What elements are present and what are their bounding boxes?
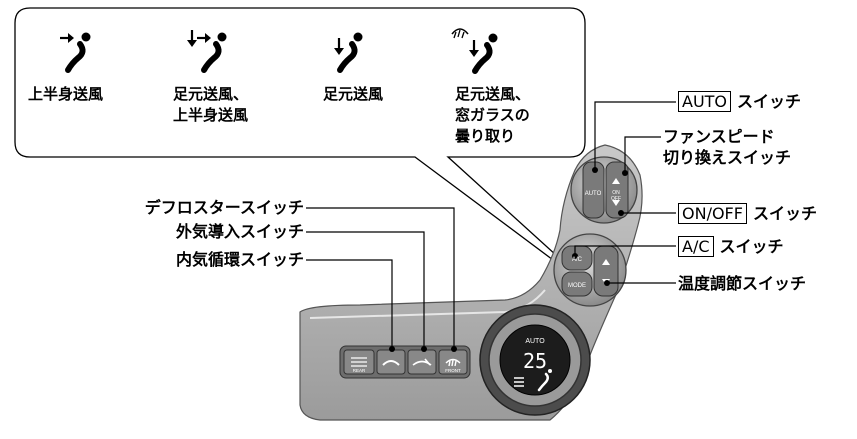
temperature-switch-label: 温度調節スイッチ — [678, 274, 807, 293]
front-defrost-icon — [445, 358, 461, 367]
fan-speed-line2: 切り換えスイッチ — [663, 148, 792, 167]
ac-key: A/C — [678, 236, 714, 257]
recirculation-switch-label: 内気循環スイッチ — [175, 250, 304, 269]
display-temperature: 25 — [523, 349, 547, 373]
mode-button-label: MODE — [568, 283, 586, 289]
fresh-air-switch-label: 外気導入スイッチ — [175, 222, 304, 241]
auto-switch-label: AUTO スイッチ — [678, 91, 801, 112]
ac-switch-label: A/C スイッチ — [678, 236, 784, 257]
mode-caption-line: 曇り取り — [455, 127, 516, 145]
mode-caption-line: 足元送風 — [323, 85, 384, 103]
auto-switch-suffix: スイッチ — [737, 92, 802, 111]
recirculation-icon — [382, 360, 400, 366]
ac-switch-suffix: スイッチ — [719, 237, 784, 256]
leader-lines — [306, 101, 676, 348]
onoff-switch-label: ON/OFF スイッチ — [678, 203, 817, 224]
mode-caption-upper-body: 上半身送風 — [28, 84, 103, 105]
leader-dots — [389, 167, 628, 352]
foot-defrost-mode-icon — [451, 28, 498, 74]
ac-button-label: A/C — [572, 257, 583, 263]
onoff-key: ON/OFF — [678, 203, 747, 224]
mode-caption-line: 足元送風、 — [455, 85, 531, 103]
rear-button-label: REAR — [353, 368, 366, 373]
mode-caption-foot-defrost: 足元送風、 窓ガラスの 曇り取り — [455, 84, 530, 147]
mode-caption-line: 足元送風、 — [173, 85, 249, 103]
mode-balloon — [14, 7, 601, 296]
front-button-label: FRONT — [445, 368, 461, 373]
display-mode-text: AUTO — [525, 338, 545, 345]
mode-caption-line: 窓ガラスの — [455, 106, 530, 124]
mode-caption-line: 上半身送風 — [173, 106, 249, 124]
fan-level-bars — [514, 377, 524, 387]
auto-key: AUTO — [678, 91, 732, 112]
mode-caption-line: 上半身送風 — [28, 85, 104, 103]
rear-defrost-icon — [351, 357, 367, 367]
fan-speed-button[interactable] — [605, 161, 629, 219]
foot-mode-icon — [334, 32, 363, 73]
fan-speed-line1: ファンスピード — [663, 127, 775, 146]
fan-speed-switch-label: ファンスピード 切り換えスイッチ — [663, 126, 791, 168]
mode-caption-foot: 足元送風 — [323, 84, 383, 105]
foot-upper-mode-icon — [187, 30, 227, 73]
mode-caption-foot-upper: 足元送風、 上半身送風 — [173, 84, 248, 126]
auto-button-label: AUTO — [585, 191, 602, 197]
onoff-switch-suffix: スイッチ — [752, 204, 817, 223]
mode-button[interactable] — [561, 271, 593, 297]
defroster-switch-label: デフロスタースイッチ — [144, 198, 304, 217]
auto-button[interactable] — [582, 161, 605, 219]
temperature-button[interactable] — [593, 245, 619, 297]
upper-body-mode-icon — [60, 32, 91, 73]
display-airflow-icon — [537, 372, 549, 392]
fresh-air-icon — [412, 358, 432, 366]
